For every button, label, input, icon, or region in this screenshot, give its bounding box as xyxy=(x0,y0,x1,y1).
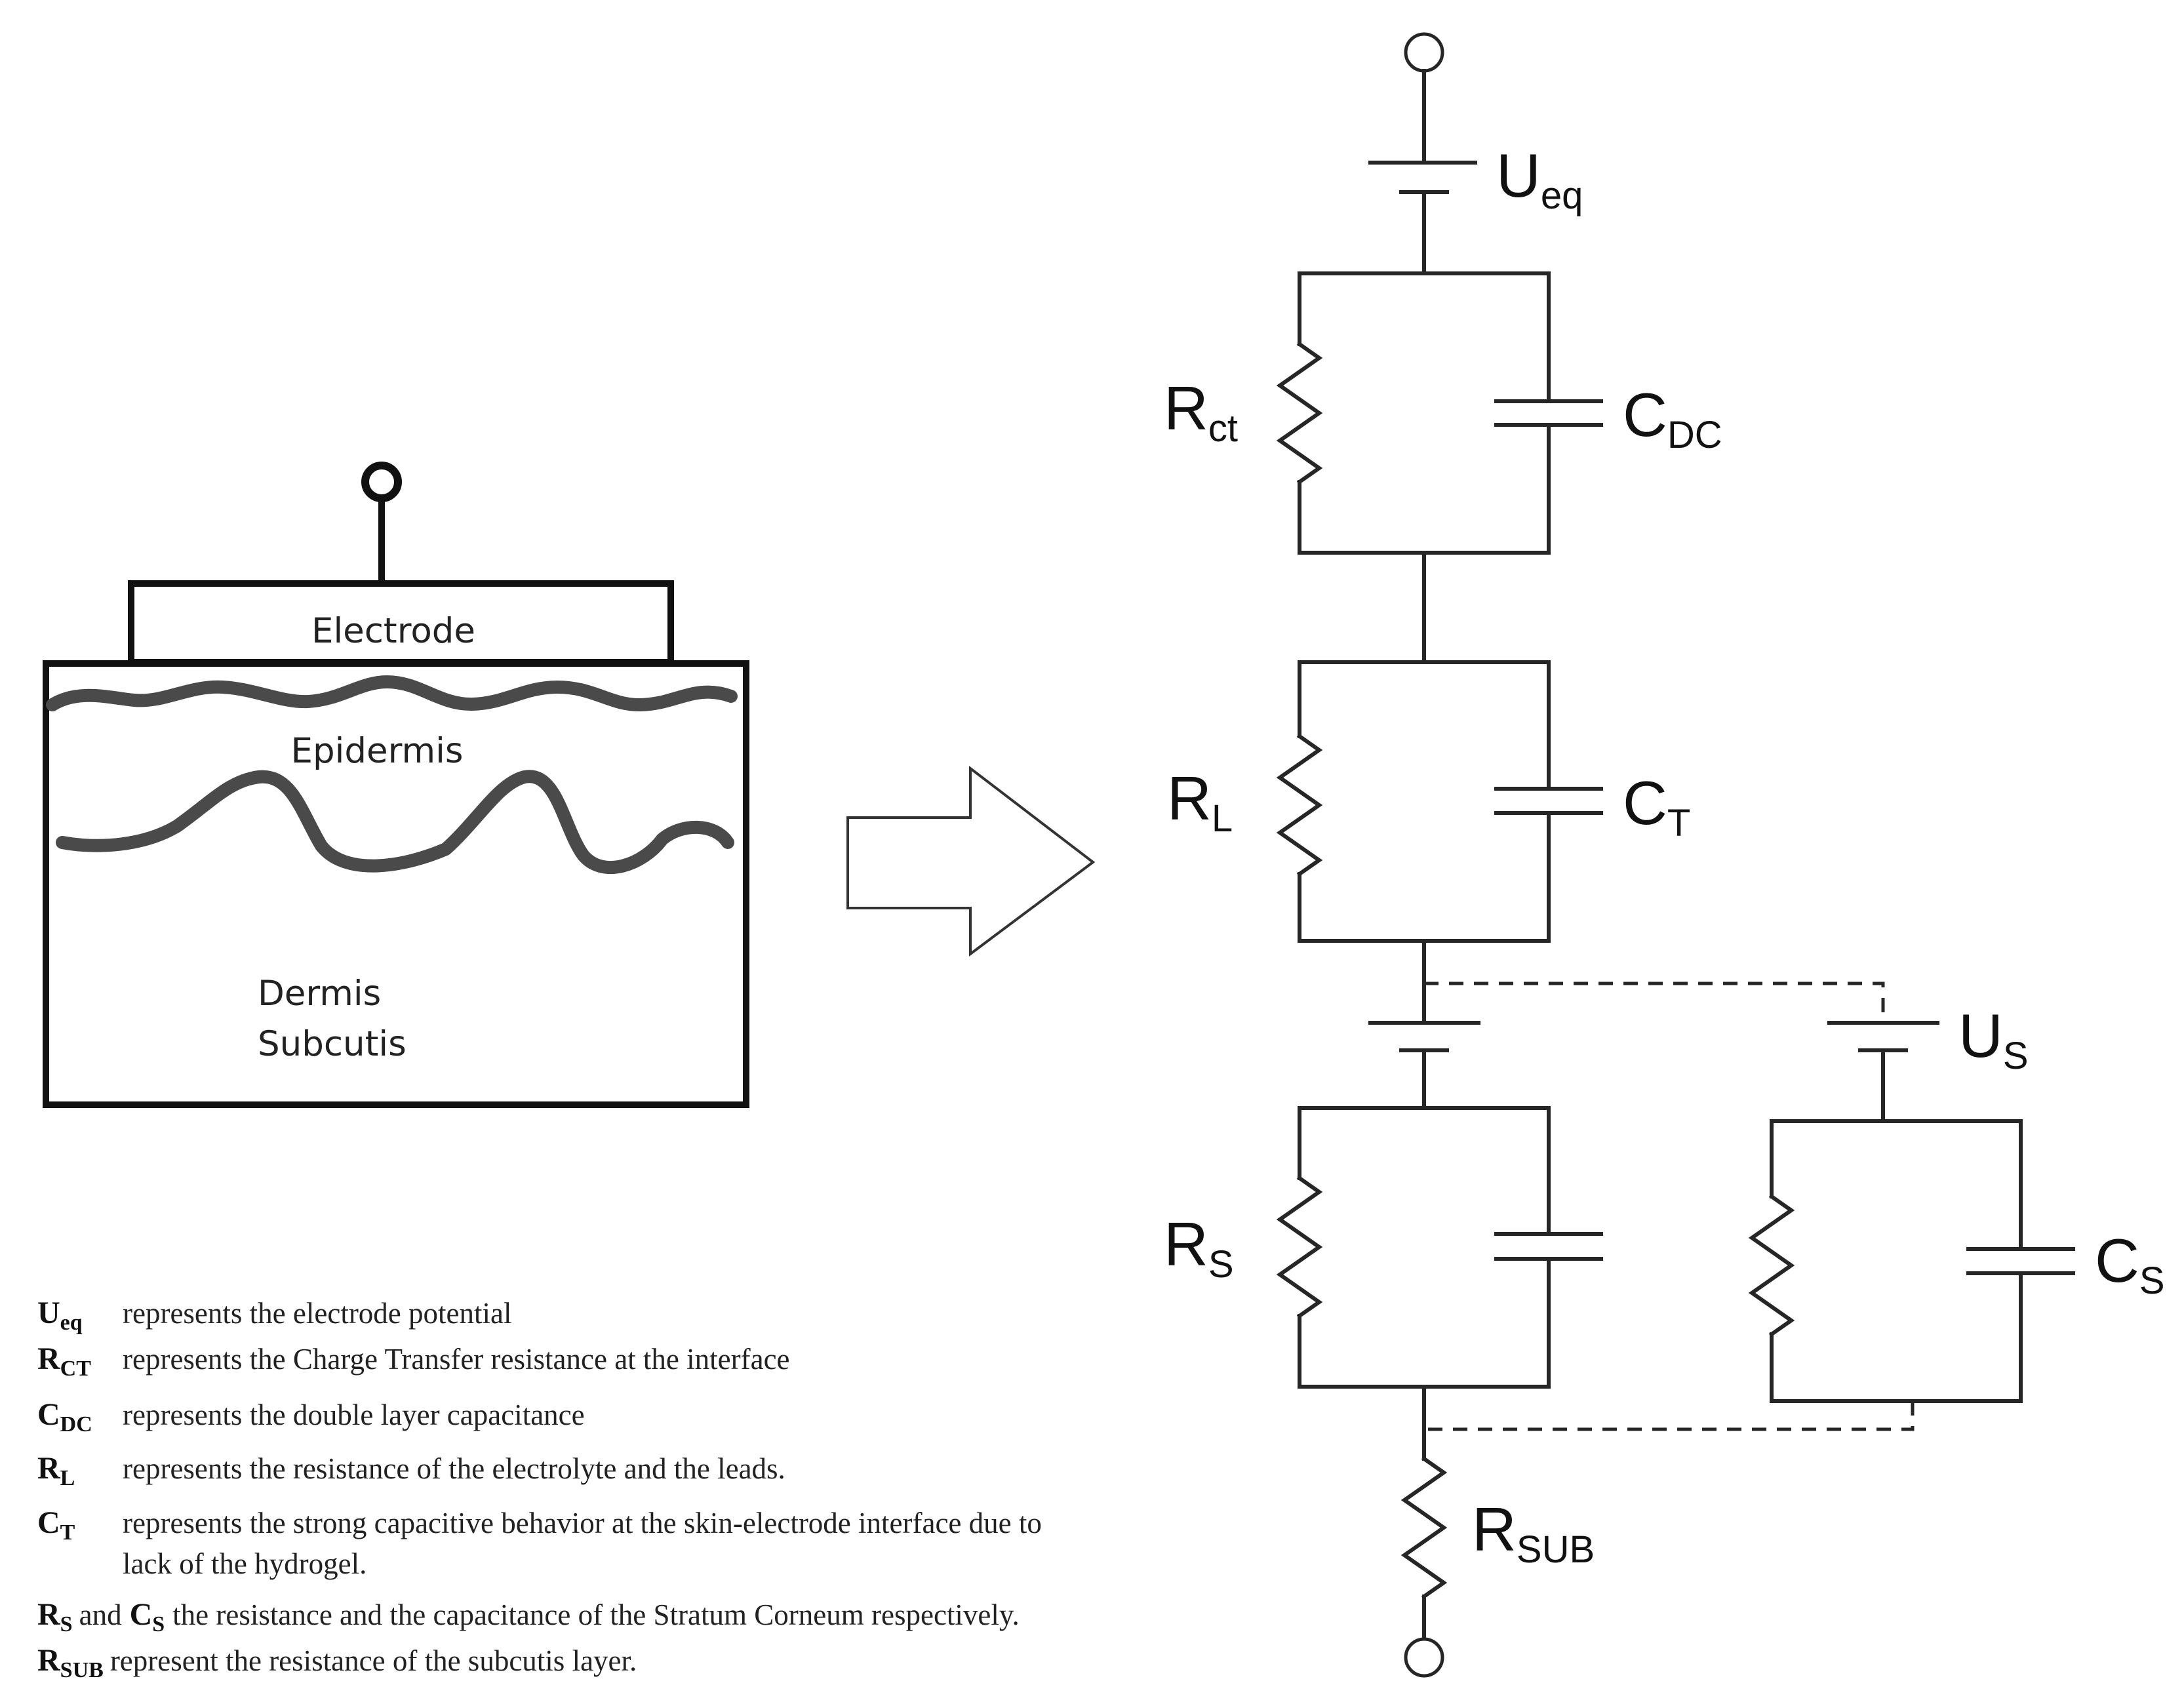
label-rs: RS xyxy=(1164,1210,1234,1286)
skin-model: Electrode Epidermis Dermis Subcutis xyxy=(43,462,749,1108)
dashed-branch-bottom xyxy=(1424,1401,1915,1431)
svg-text:represents the double layer ca: represents the double layer capacitance xyxy=(123,1398,585,1431)
dermis-label: Dermis xyxy=(258,974,381,1014)
svg-text:represents the Charge Transfer: represents the Charge Transfer resistanc… xyxy=(123,1343,790,1376)
equivalent-circuit: Ueq Rct CDC RL CT xyxy=(1164,32,2165,1678)
legend-row: RCT represents the Charge Transfer resis… xyxy=(37,1341,790,1381)
svg-text:Ueq: Ueq xyxy=(37,1296,83,1335)
resistor-rl xyxy=(1276,733,1323,877)
dermis-boundary xyxy=(56,770,734,874)
top-terminal xyxy=(1404,32,1444,73)
legend-row: RL represents the resistance of the elec… xyxy=(37,1451,785,1490)
svg-text:lack of the hydrogel.: lack of the hydrogel. xyxy=(123,1547,367,1580)
label-rct: Rct xyxy=(1164,374,1238,450)
dashed-branch-top xyxy=(1424,981,1885,1023)
svg-text:represents the electrode poten: represents the electrode potential xyxy=(123,1297,511,1330)
legend-row: CDC represents the double layer capacita… xyxy=(37,1397,585,1437)
label-cs: CS xyxy=(2095,1226,2165,1302)
electrode-terminal xyxy=(361,462,402,502)
label-ct: CT xyxy=(1623,768,1690,844)
bottom-terminal xyxy=(1404,1637,1444,1678)
battery-ueq xyxy=(1368,161,1477,194)
legend: Ueq represents the electrode potential R… xyxy=(37,1296,1042,1682)
svg-text:represents the strong capaciti: represents the strong capacitive behavio… xyxy=(123,1507,1042,1539)
svg-text:RL: RL xyxy=(37,1451,75,1490)
battery-main-lower xyxy=(1368,1021,1480,1052)
subcutis-label: Subcutis xyxy=(258,1024,407,1064)
stage-cs xyxy=(1748,1119,2075,1403)
resistor-rs xyxy=(1276,1175,1323,1319)
label-rl: RL xyxy=(1167,764,1233,840)
svg-text:RCT: RCT xyxy=(37,1341,91,1381)
battery-us xyxy=(1827,1021,1939,1052)
svg-text:represents the resistance of t: represents the resistance of the electro… xyxy=(123,1452,785,1485)
resistor-rct xyxy=(1276,341,1323,485)
arrow-icon xyxy=(846,765,1096,957)
stage-rct-cdc xyxy=(1276,271,1603,555)
stage-rl-ct xyxy=(1276,660,1603,943)
electrode-label: Electrode xyxy=(311,611,475,651)
stage-rs xyxy=(1276,1106,1603,1389)
skin-block xyxy=(43,660,749,1108)
label-cdc: CDC xyxy=(1623,380,1722,456)
epidermis-label: Epidermis xyxy=(291,731,464,771)
resistor-s-right xyxy=(1748,1193,1795,1337)
svg-text:CT: CT xyxy=(37,1505,75,1545)
svg-text:CDC: CDC xyxy=(37,1397,92,1437)
label-ueq: Ueq xyxy=(1496,141,1583,217)
label-us: US xyxy=(1958,1001,2029,1077)
epidermis-top-boundary xyxy=(46,675,738,711)
resistor-rsub xyxy=(1400,1456,1448,1600)
legend-row: Ueq represents the electrode potential xyxy=(37,1296,511,1335)
legend-row: CT represents the strong capacitive beha… xyxy=(37,1505,1042,1580)
label-rsub: RSUB xyxy=(1472,1495,1595,1571)
